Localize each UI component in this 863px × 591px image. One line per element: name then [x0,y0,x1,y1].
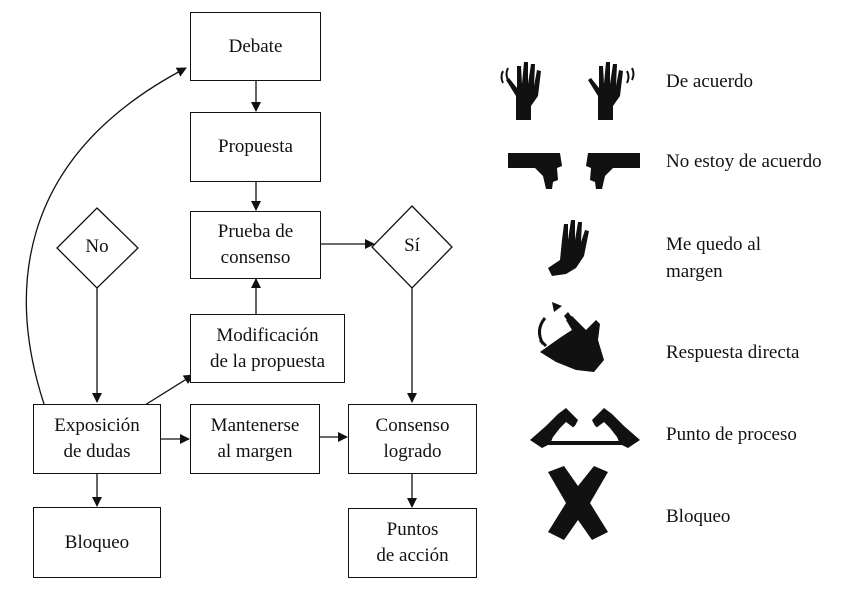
hand-pointing-icon [538,302,604,372]
arrow-exposicion-modificacion [144,374,194,406]
legend-label-punto-proceso: Punto de proceso [666,424,797,445]
node-mantenerse: Mantenerse al margen [190,404,320,474]
hands-up-wiggle-icon [500,62,635,120]
arrow-exposicion-debate [25,67,187,405]
hands-triangle-icon [530,408,640,448]
legend-label-respuesta-directa: Respuesta directa [666,342,800,363]
node-prueba-consenso: Prueba de consenso [190,211,321,279]
node-consenso-logrado: Consenso logrado [348,404,477,474]
legend-label-bloqueo: Bloqueo [666,506,731,527]
node-modificacion: Modificación de la propuesta [190,314,345,383]
decision-no-diamond [56,207,139,289]
node-exposicion-dudas: Exposición de dudas [33,404,161,474]
arms-crossed-icon [548,466,608,540]
legend-label-no-acuerdo: No estoy de acuerdo [666,151,822,172]
node-propuesta: Propuesta [190,112,321,182]
decision-si-label: Sí [404,235,420,256]
legend-label-de-acuerdo: De acuerdo [666,71,754,92]
hands-down-icon [508,153,640,189]
node-debate: Debate [190,12,321,81]
decision-no-label: No [85,236,109,257]
node-puntos-accion: Puntos de acción [348,508,477,578]
legend-label-al-margen: Me quedo al margen [666,234,761,282]
decision-si-diamond [371,205,453,289]
hand-raised-flat-icon [548,220,589,276]
node-bloqueo: Bloqueo [33,507,161,578]
